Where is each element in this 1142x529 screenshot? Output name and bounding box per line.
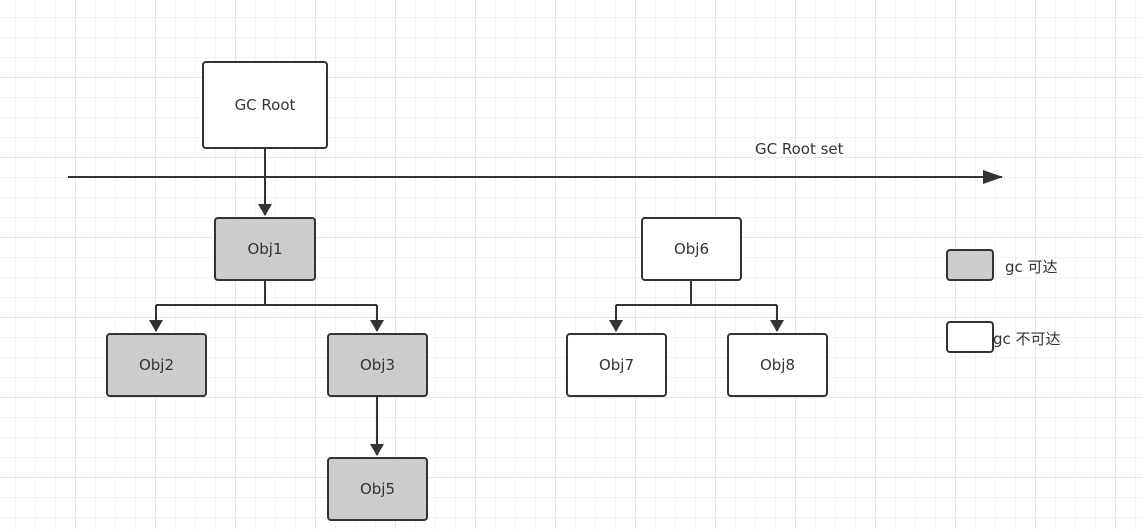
legend-unreachable-label: gc 不可达 <box>993 330 1061 348</box>
legend-reachable-swatch <box>946 249 994 281</box>
node-obj3: Obj3 <box>327 333 428 397</box>
node-obj7: Obj7 <box>566 333 667 397</box>
node-obj8: Obj8 <box>727 333 828 397</box>
legend-reachable-label: gc 可达 <box>1005 258 1058 276</box>
edge-obj1-children <box>156 281 377 306</box>
node-obj5: Obj5 <box>327 457 428 521</box>
node-obj6: Obj6 <box>641 217 742 281</box>
node-obj1: Obj1 <box>214 217 316 281</box>
legend-unreachable-swatch <box>946 321 994 353</box>
gc-root-node: GC Root <box>202 61 328 149</box>
root-set-label: GC Root set <box>755 140 844 158</box>
node-obj2: Obj2 <box>106 333 207 397</box>
edge-obj6-children <box>616 281 777 306</box>
